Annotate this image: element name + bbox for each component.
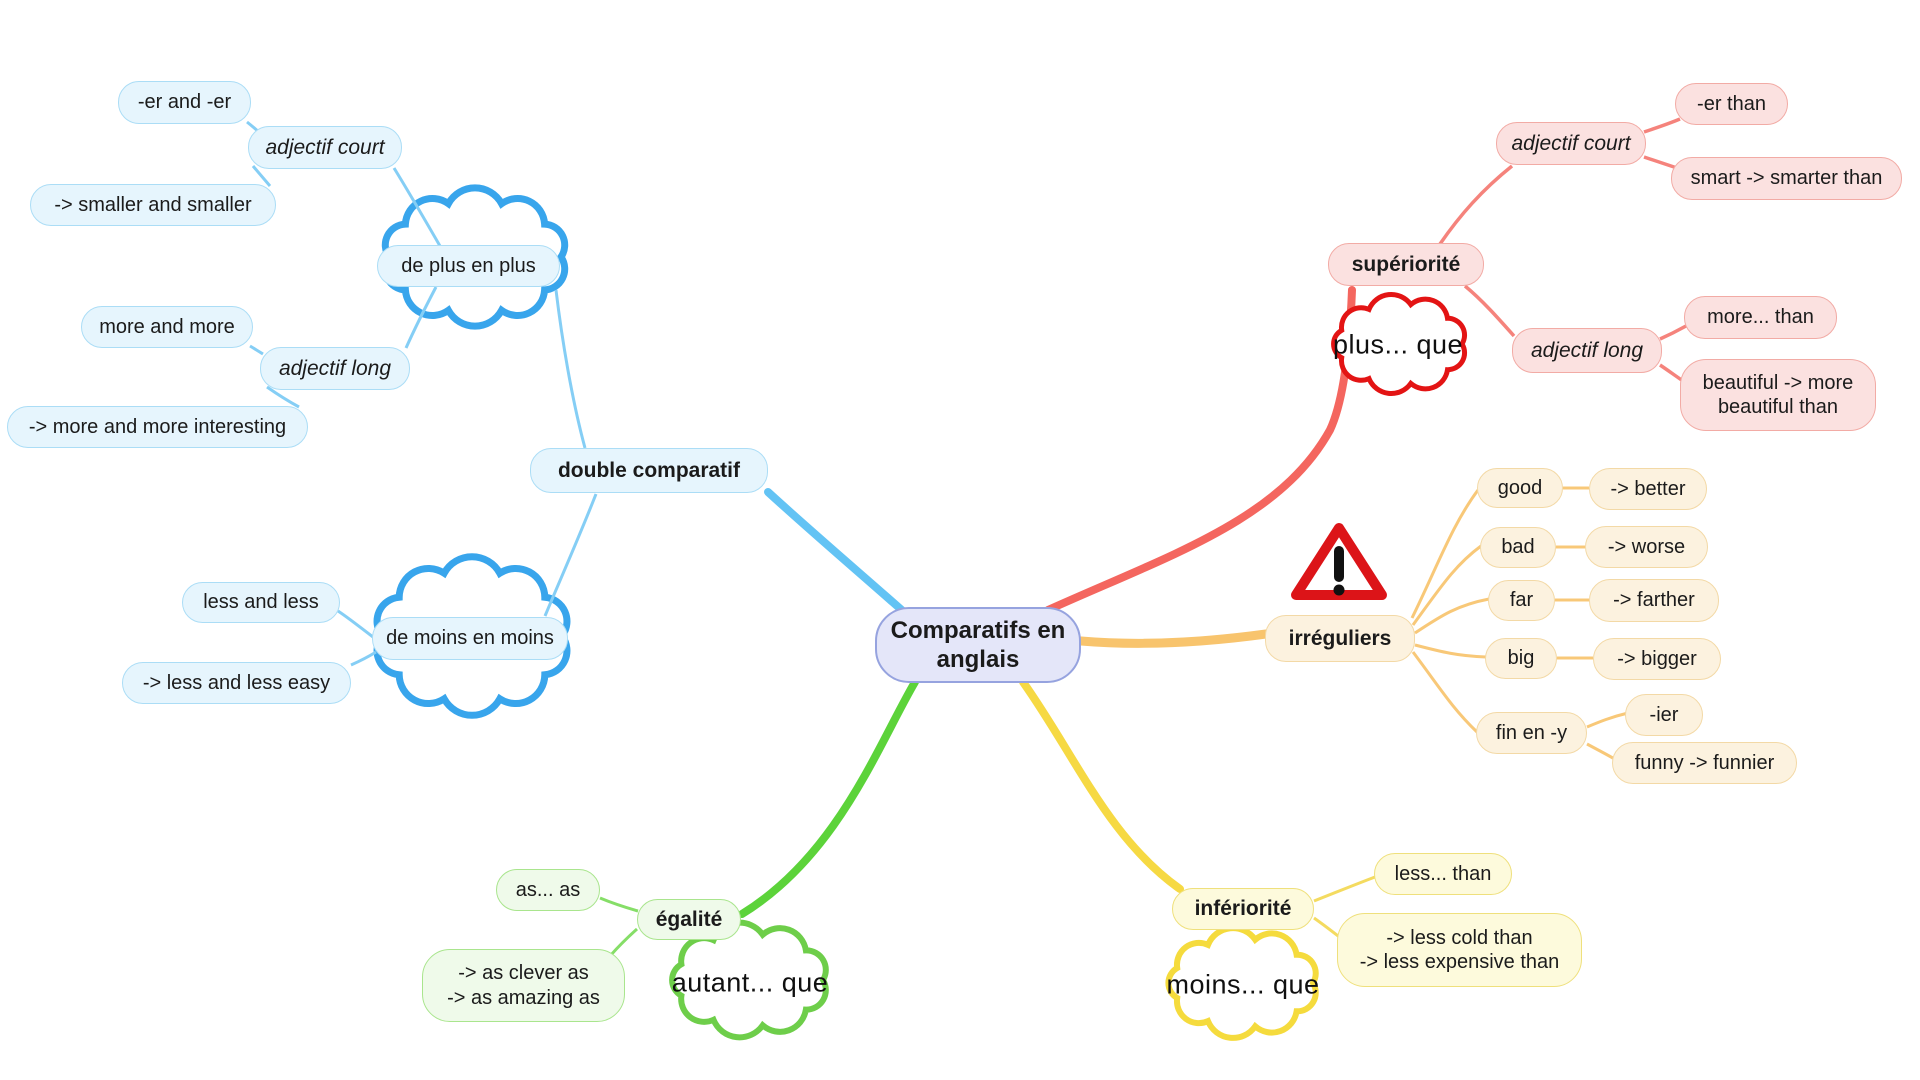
cloud-moins-que	[1165, 925, 1319, 1041]
edge-demoins-lessandless	[337, 609, 374, 639]
node-farther[interactable]: -> farther	[1589, 579, 1719, 622]
node-er-and-er[interactable]: -er and -er	[118, 81, 251, 124]
edge-adjcourt-deplus	[392, 167, 442, 247]
node-less-and-less-easy[interactable]: -> less and less easy	[122, 662, 351, 704]
edge-doublecomp-demoins	[543, 493, 598, 617]
edge-egalite-clever	[608, 927, 639, 957]
node-more-than[interactable]: more... than	[1684, 296, 1837, 339]
node-as-as[interactable]: as... as	[496, 869, 600, 911]
edge-demoins-lesseasy	[350, 650, 377, 667]
node-de-moins-en-moins[interactable]: de moins en moins	[372, 617, 568, 660]
cloud-topic-moins-que[interactable]: moins... que	[1166, 969, 1320, 1000]
node-big[interactable]: big	[1485, 638, 1557, 679]
node-bigger[interactable]: -> bigger	[1593, 638, 1721, 680]
node-smaller-and-smaller[interactable]: -> smaller and smaller	[30, 184, 276, 226]
node-as-clever-as-amazing[interactable]: -> as clever as -> as amazing as	[422, 949, 625, 1022]
edge-finen-y-ier	[1586, 711, 1629, 729]
edge-superiorite-adjlong	[1463, 284, 1516, 338]
edge-center-irreguliers	[1076, 629, 1271, 648]
node-less-than[interactable]: less... than	[1374, 853, 1512, 895]
node-less-cold-expensive[interactable]: -> less cold than -> less expensive than	[1337, 913, 1582, 987]
node-better[interactable]: -> better	[1589, 468, 1707, 510]
node-adjectif-long-blue[interactable]: adjectif long	[260, 347, 410, 390]
central-topic[interactable]: Comparatifs en anglais	[875, 607, 1081, 683]
edge-irreguliers-big	[1414, 643, 1487, 659]
node-funny-funnier[interactable]: funny -> funnier	[1612, 742, 1797, 784]
edge-egalite-asas	[599, 896, 639, 913]
node-adjectif-long-red[interactable]: adjectif long	[1512, 328, 1662, 373]
node-adjectif-court-blue[interactable]: adjectif court	[248, 126, 402, 169]
edge-irreguliers-finen-y	[1411, 651, 1479, 734]
topic-inferiorite[interactable]: infériorité	[1172, 888, 1314, 930]
node-adjectif-court-red[interactable]: adjectif court	[1496, 122, 1646, 165]
edge-adjlong-interesting	[266, 385, 300, 409]
node-far[interactable]: far	[1488, 580, 1555, 621]
edge-superiorite-adjcourt	[1438, 164, 1514, 245]
topic-superiorite[interactable]: supériorité	[1328, 243, 1484, 286]
edge-deplus-adjlong	[404, 286, 438, 349]
edge-adjcourt-erthan	[1643, 117, 1681, 134]
node-good[interactable]: good	[1477, 468, 1563, 508]
cloud-topic-plus-que[interactable]: plus... que	[1332, 329, 1464, 360]
node-more-and-more-interesting[interactable]: -> more and more interesting	[7, 406, 308, 448]
node-beautiful-more-beautiful[interactable]: beautiful -> more beautiful than	[1680, 359, 1876, 431]
node-er-than[interactable]: -er than	[1675, 83, 1788, 125]
node-worse[interactable]: -> worse	[1585, 526, 1708, 568]
node-smart-smarter-than[interactable]: smart -> smarter than	[1671, 157, 1902, 200]
edge-center-egalite	[738, 678, 919, 918]
edge-adjlong-morethan	[1659, 324, 1687, 341]
node-fin-en-y[interactable]: fin en -y	[1476, 712, 1587, 754]
cloud-plus-que	[1331, 291, 1468, 397]
edge-irreguliers-good	[1410, 489, 1480, 619]
topic-egalite[interactable]: égalité	[637, 899, 741, 940]
node-ier[interactable]: -ier	[1625, 694, 1703, 736]
cloud-topic-autant-que[interactable]: autant... que	[671, 967, 829, 998]
edge-inferiorite-lessthan	[1313, 875, 1376, 903]
edge-center-double-comparatif	[764, 488, 909, 617]
edge-center-superiorite	[1044, 286, 1356, 614]
edge-doublecomp-deplus	[554, 289, 587, 449]
edge-irreguliers-bad	[1411, 544, 1482, 626]
warning-exclamation-dot	[1333, 584, 1345, 596]
edge-center-inferiorite	[1019, 678, 1184, 893]
edge-adjcourt-smaller	[251, 165, 272, 187]
warning-icon	[1291, 523, 1387, 600]
edge-irreguliers-far	[1414, 597, 1490, 635]
topic-irreguliers[interactable]: irréguliers	[1265, 615, 1415, 662]
node-bad[interactable]: bad	[1480, 527, 1556, 568]
node-more-and-more[interactable]: more and more	[81, 306, 253, 348]
node-less-and-less[interactable]: less and less	[182, 582, 340, 623]
cloud-autant-que	[669, 919, 829, 1041]
node-de-plus-en-plus[interactable]: de plus en plus	[377, 245, 560, 287]
edge-adjlong-moreandmore	[249, 344, 264, 356]
topic-double-comparatif[interactable]: double comparatif	[530, 448, 768, 493]
